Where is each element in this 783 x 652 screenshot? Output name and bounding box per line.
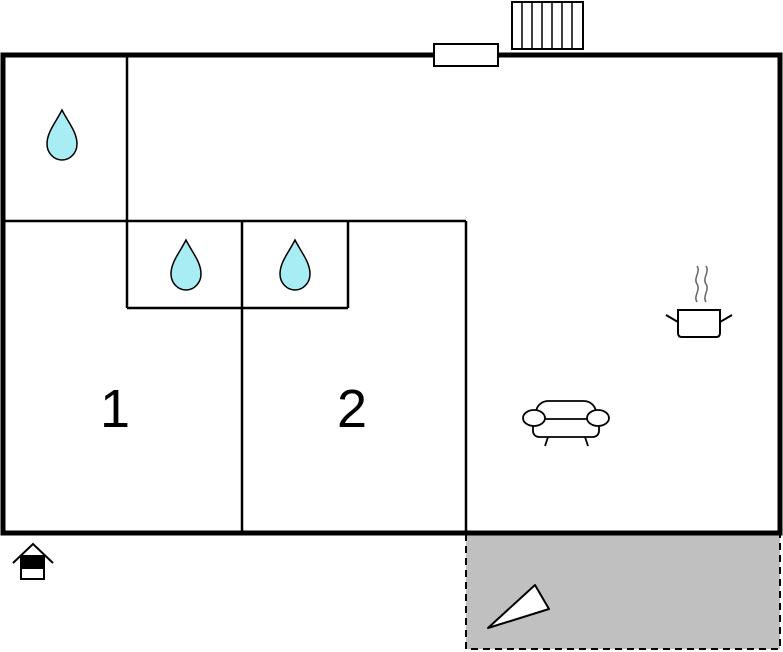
outer-wall	[0, 52, 783, 536]
window-icon	[433, 43, 499, 67]
cooking-pot-icon	[665, 265, 733, 338]
interior-walls	[3, 55, 468, 533]
terrace-triangle-icon	[487, 584, 550, 629]
entrance-house-icon	[12, 542, 54, 580]
room-number-2: 2	[337, 379, 367, 439]
water-drop-icon	[46, 109, 78, 161]
water-drop-icon	[170, 239, 202, 291]
stairs-icon	[511, 1, 584, 50]
sofa-icon	[522, 400, 610, 447]
water-drop-icon	[279, 239, 311, 291]
terrace	[465, 532, 781, 650]
room-number-1: 1	[100, 379, 130, 439]
